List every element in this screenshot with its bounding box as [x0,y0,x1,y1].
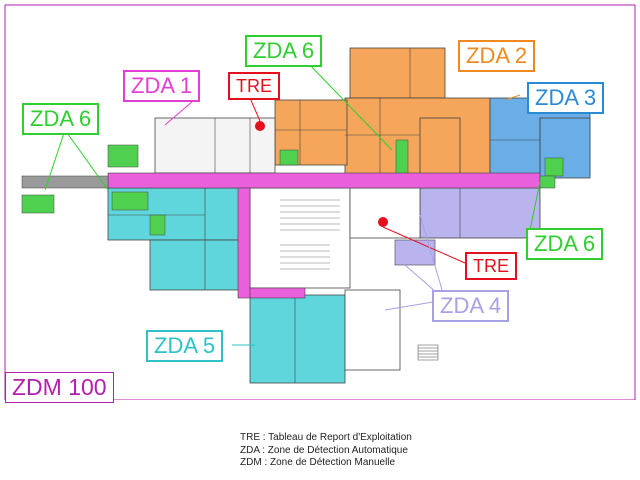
zdm-boundary [4,4,636,400]
tre-marker-1 [255,121,265,131]
stairs [417,344,439,361]
zda5-label: ZDA 5 [146,330,224,362]
tre-marker-2 [378,217,388,227]
tre-label-top: TRE [228,72,280,100]
zda4-area [344,187,541,371]
legend-zda: ZDA : Zone de Détection Automatique [240,444,408,456]
legend-zdm: ZDM : Zone de Détection Manuelle [240,457,396,468]
zda6-label-right: ZDA 6 [526,228,604,260]
tre-label-bottom: TRE [465,252,517,280]
zda4-label: ZDA 4 [432,290,510,322]
legend: TRE : Tableau de Report d'Exploitation Z… [240,432,412,470]
zda2-area [274,47,491,181]
zdm-label: ZDM 100 [5,372,114,403]
zda6-label-top: ZDA 6 [245,35,323,67]
central-hall [249,187,351,289]
zda6-right-room [539,175,556,189]
exterior-passage [21,175,109,189]
floor-plan-diagram [4,4,636,400]
zda1-corridors [107,172,541,299]
zda1-label: ZDA 1 [123,70,201,102]
zda1-area [107,117,276,174]
zda2-label: ZDA 2 [458,40,536,72]
zda6-left-room [21,194,55,214]
zda6-label-left: ZDA 6 [22,103,100,135]
zda3-label: ZDA 3 [527,82,605,114]
legend-tre: TRE : Tableau de Report d'Exploitation [240,432,412,443]
